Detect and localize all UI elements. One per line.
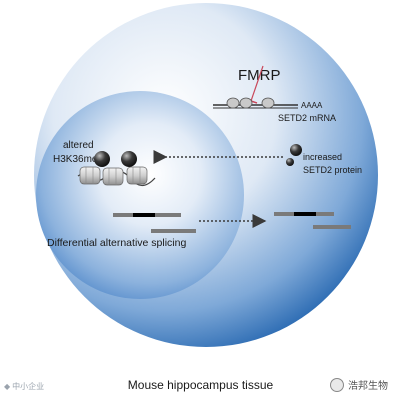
polya-tail-label: AAAA (301, 101, 323, 110)
splicing-label: Differential alternative splicing (47, 237, 186, 249)
exported-isoform-1 (274, 212, 334, 216)
bound-setd2-1 (94, 151, 110, 167)
transcript-isoform-2 (151, 229, 196, 233)
chromatin-nucleosomes (77, 151, 156, 187)
nucleus (36, 91, 244, 299)
watermark-right-text: 浩邦生物 (348, 381, 388, 392)
watermark-left-logo-icon: ◆ (4, 382, 11, 391)
ribosome-2 (239, 97, 253, 109)
protein-label-line2: SETD2 protein (303, 165, 362, 175)
watermark-left-text: 中小企业 (12, 382, 45, 391)
watermark-right: 浩邦生物 (330, 377, 388, 392)
h3k36me3-label-line2: H3K36me3 (53, 154, 103, 165)
watermark-left: ◆ 中小企业 (4, 381, 44, 392)
nucleosome-1 (79, 166, 101, 185)
transcript-isoform-1 (113, 213, 181, 217)
figure-caption: Mouse hippocampus tissue (127, 378, 274, 392)
setd2-protein-ball-1 (290, 144, 302, 156)
ribosome-1 (226, 97, 240, 109)
setd2-mrna-label: SETD2 mRNA (278, 113, 336, 123)
exported-isoform-2 (313, 225, 351, 229)
wechat-logo-icon (330, 377, 344, 392)
protein-label-line1: increased (303, 152, 342, 162)
ribosome-3 (261, 97, 275, 109)
setd2-mrna (213, 97, 298, 109)
h3k36me3-label-line1: altered (63, 140, 94, 151)
nucleosome-3 (126, 166, 148, 185)
bound-setd2-2 (121, 151, 137, 167)
nucleosome-2 (102, 167, 124, 186)
setd2-protein-ball-2 (286, 158, 294, 166)
